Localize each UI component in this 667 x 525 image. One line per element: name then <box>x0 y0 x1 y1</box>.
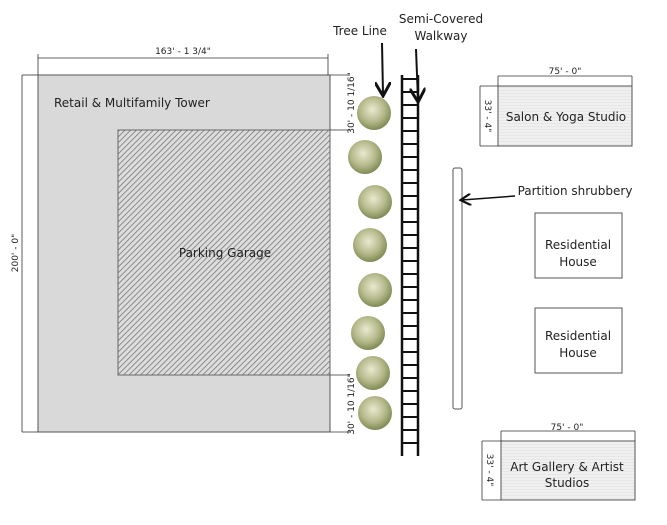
house2-label-2: House <box>559 346 597 360</box>
tree <box>357 96 391 130</box>
setback-dimensions <box>330 74 350 433</box>
house1-label-1: Residential <box>545 238 611 252</box>
walkway-label-2: Walkway <box>414 29 467 43</box>
tree <box>358 185 392 219</box>
salon-width-label: 75' - 0" <box>549 67 582 77</box>
house1-label-2: House <box>559 255 597 269</box>
walkway-arrow <box>416 48 418 100</box>
gallery-dimensions <box>481 430 636 501</box>
house2-label-1: Residential <box>545 329 611 343</box>
setback-bottom-label: 30' - 10 1/16" <box>347 373 357 435</box>
partition-arrow <box>462 196 516 200</box>
gallery-label-1: Art Gallery & Artist <box>510 460 624 474</box>
partition-shrubbery <box>452 167 463 410</box>
gallery-label-2: Studios <box>545 476 589 490</box>
residential-house-2 <box>534 307 623 374</box>
tree-line-label: Tree Line <box>332 24 387 38</box>
salon-depth-label: 33' - 4" <box>482 100 492 133</box>
tree <box>351 316 385 350</box>
tree-line-arrow <box>382 42 383 94</box>
parking-garage <box>117 129 331 376</box>
tower-width-label: 163' - 1 3/4" <box>155 47 211 57</box>
tree <box>353 228 387 262</box>
art-gallery-building <box>500 440 636 501</box>
tower-label: Retail & Multifamily Tower <box>54 96 210 110</box>
salon-dimensions <box>479 75 633 147</box>
tree <box>356 356 390 390</box>
salon-label: Salon & Yoga Studio <box>506 110 626 124</box>
tree <box>358 396 392 430</box>
walkway-label-1: Semi-Covered <box>399 12 483 26</box>
tree <box>348 140 382 174</box>
tree-line <box>348 96 392 430</box>
tower-height-label: 200' - 0" <box>11 234 21 273</box>
partition-label: Partition shrubbery <box>518 184 633 198</box>
garage-label: Parking Garage <box>179 246 271 260</box>
residential-house-1 <box>534 212 623 279</box>
tower-height-dimension <box>21 74 38 433</box>
salon-building <box>497 85 633 147</box>
gallery-width-label: 75' - 0" <box>551 423 584 433</box>
tree <box>358 273 392 307</box>
setback-top-label: 30' - 10 1/16" <box>347 72 357 134</box>
tower-width-dimension <box>37 54 329 75</box>
gallery-depth-label: 33' - 4" <box>484 454 494 487</box>
semi-covered-walkway <box>400 75 420 456</box>
